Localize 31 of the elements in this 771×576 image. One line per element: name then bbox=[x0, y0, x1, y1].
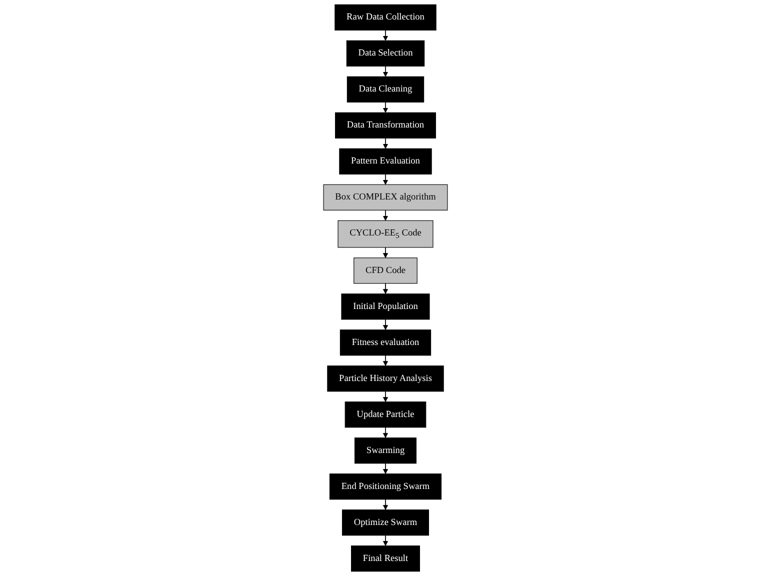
arrow bbox=[382, 498, 388, 510]
node-box: Pattern Evaluation bbox=[339, 148, 432, 174]
arrow bbox=[382, 390, 388, 402]
arrow bbox=[382, 30, 388, 41]
node-box: Data Cleaning bbox=[346, 76, 424, 102]
arrow bbox=[382, 354, 388, 366]
node-box: Optimize Swarm bbox=[342, 510, 429, 536]
arrow bbox=[382, 174, 388, 185]
arrow bbox=[382, 246, 388, 258]
node-box: Raw Data Collection bbox=[334, 4, 436, 30]
arrow bbox=[382, 102, 388, 113]
node-box: Fitness evaluation bbox=[340, 330, 432, 356]
node-box: Data Selection bbox=[346, 40, 425, 66]
node-box: Swarming bbox=[354, 438, 416, 464]
arrow bbox=[382, 426, 388, 438]
arrow bbox=[382, 138, 388, 149]
node-box: CFD Code bbox=[354, 258, 418, 284]
node-box: Particle History Analysis bbox=[327, 366, 444, 392]
arrow bbox=[382, 534, 388, 546]
arrow bbox=[382, 462, 388, 474]
arrow bbox=[382, 66, 388, 77]
arrow bbox=[382, 210, 388, 221]
node-box: Initial Population bbox=[341, 294, 430, 320]
arrow bbox=[382, 282, 388, 294]
node-box: Update Particle bbox=[344, 402, 426, 428]
node-box: CYCLO-EE$_{5}$ Code bbox=[338, 220, 434, 248]
node-box: End Positioning Swarm bbox=[329, 474, 442, 500]
node-box: Final Result bbox=[351, 546, 420, 572]
node-box: Box COMPLEX algorithm bbox=[323, 184, 448, 210]
arrow bbox=[382, 318, 388, 330]
node-box: Data Transformation bbox=[335, 112, 436, 138]
